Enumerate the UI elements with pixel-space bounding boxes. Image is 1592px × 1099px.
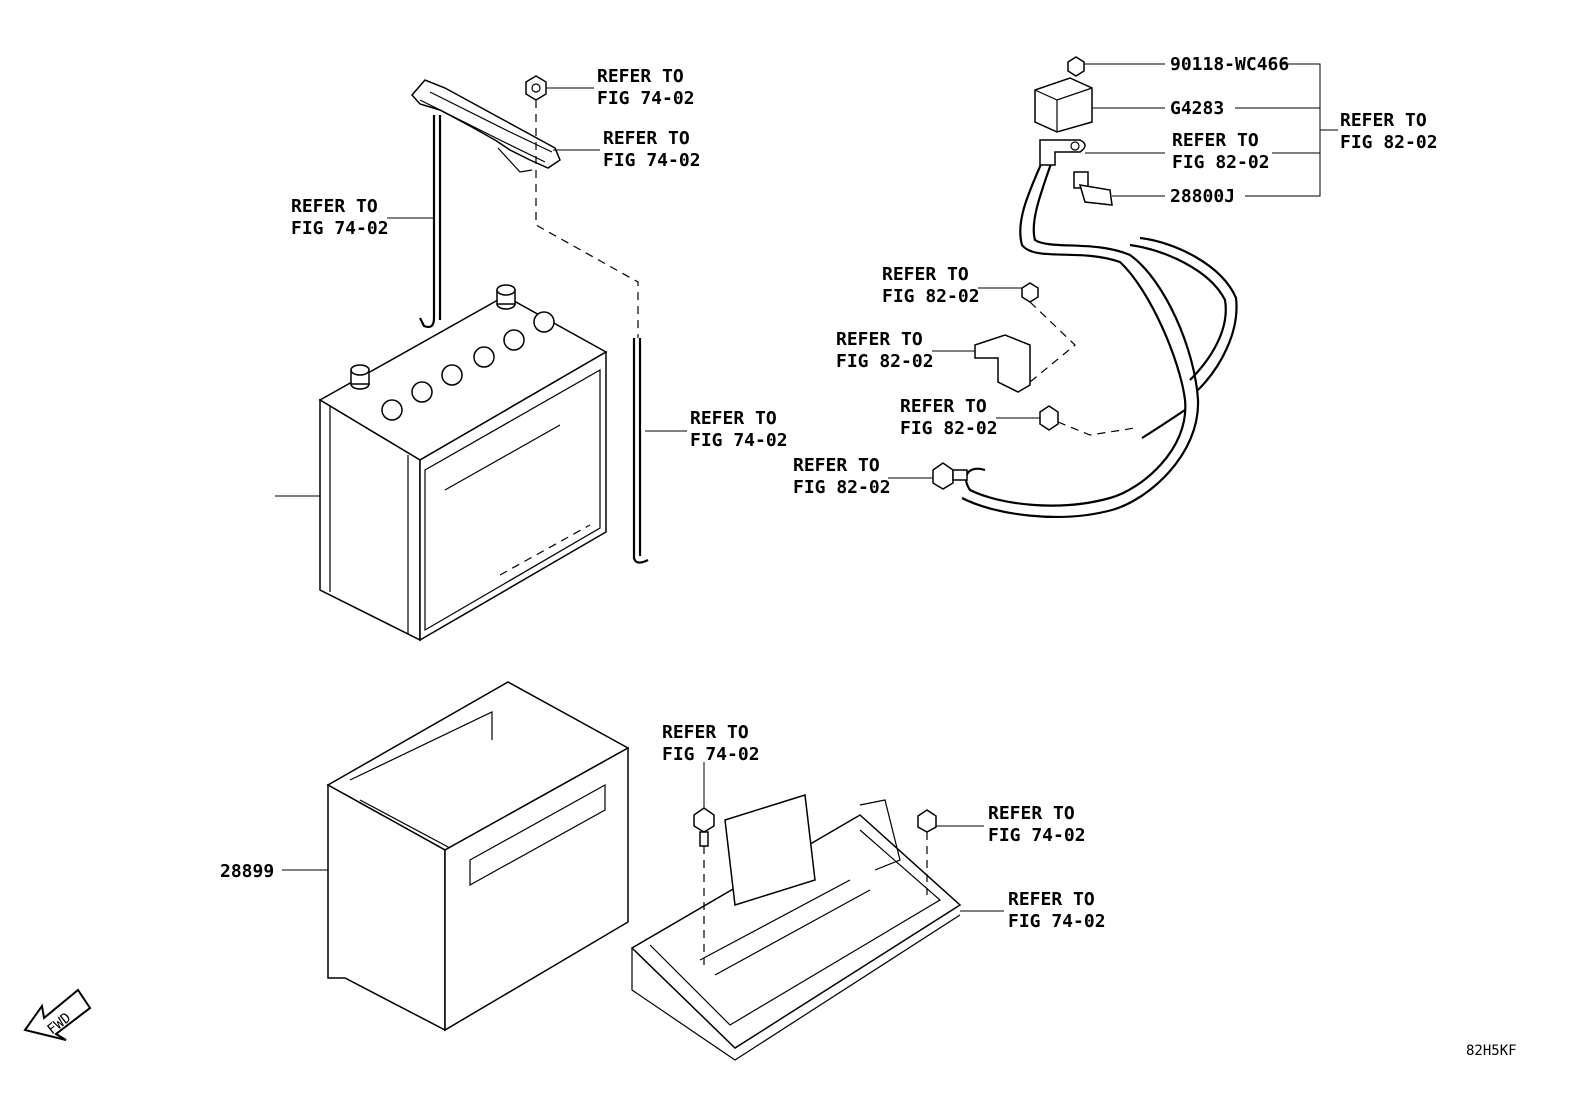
label-battery-case: 28899 (220, 861, 274, 882)
battery-tray[interactable] (630, 794, 962, 1061)
svg-text:REFER TO: REFER TO (291, 196, 378, 217)
svg-text:REFER TO: REFER TO (836, 329, 923, 350)
bracket-bolt[interactable] (1021, 282, 1039, 303)
ground-bolt[interactable] (1039, 405, 1059, 431)
battery-hold-down-clamp[interactable] (411, 79, 561, 173)
callout-tray: REFER TO FIG 74-02 (1008, 889, 1106, 932)
callout-cable-group: REFER TO FIG 82-02 (1340, 110, 1438, 153)
svg-text:FIG 82-02: FIG 82-02 (882, 286, 980, 307)
svg-text:REFER TO: REFER TO (882, 264, 969, 285)
callout-bracket-bolt: REFER TO FIG 82-02 (882, 264, 980, 307)
callout-terminal-lug: REFER TO FIG 82-02 (1172, 130, 1270, 173)
callout-rod-left: REFER TO FIG 74-02 (291, 196, 389, 239)
battery-case-insulator[interactable] (326, 681, 630, 1032)
battery-terminal-negative[interactable] (496, 284, 516, 310)
svg-text:FIG 74-02: FIG 74-02 (597, 88, 695, 109)
cable-bracket[interactable] (974, 334, 1031, 393)
callout-tray-nut: REFER TO FIG 74-02 (988, 803, 1086, 846)
svg-text:FIG 74-02: FIG 74-02 (603, 150, 701, 171)
svg-text:FIG 74-02: FIG 74-02 (988, 825, 1086, 846)
svg-text:REFER TO: REFER TO (900, 396, 987, 417)
hold-down-rod-right[interactable] (632, 338, 649, 564)
callout-rod-right: REFER TO FIG 74-02 (690, 408, 788, 451)
svg-text:FIG 82-02: FIG 82-02 (836, 351, 934, 372)
label-nut-90118: 90118-WC466 (1170, 54, 1289, 75)
clamp-nut[interactable] (525, 75, 547, 101)
svg-text:FIG 74-02: FIG 74-02 (1008, 911, 1106, 932)
svg-text:FIG 74-02: FIG 74-02 (662, 744, 760, 765)
nut-90118[interactable] (1067, 56, 1085, 77)
svg-text:FIG 82-02: FIG 82-02 (1340, 132, 1438, 153)
battery-cable-assembly[interactable] (961, 154, 1238, 518)
svg-text:REFER TO: REFER TO (1172, 130, 1259, 151)
callout-tray-bolt: REFER TO FIG 74-02 (662, 722, 760, 765)
svg-text:FIG 82-02: FIG 82-02 (1172, 152, 1270, 173)
hold-down-rod-left[interactable] (419, 115, 442, 329)
ground-bolt-guide (1057, 421, 1136, 436)
fuse-block[interactable] (1034, 77, 1093, 133)
svg-text:REFER TO: REFER TO (603, 128, 690, 149)
svg-text:REFER TO: REFER TO (793, 455, 880, 476)
callout-clamp: REFER TO FIG 74-02 (603, 128, 701, 171)
svg-text:REFER TO: REFER TO (988, 803, 1075, 824)
callout-clamp-nut: REFER TO FIG 74-02 (597, 66, 695, 109)
body-ground-bolt[interactable] (932, 462, 968, 490)
callout-bracket: REFER TO FIG 82-02 (836, 329, 934, 372)
fwd-arrow-icon: FWD (23, 988, 92, 1041)
battery[interactable] (318, 284, 608, 642)
leader-lines (275, 63, 1338, 912)
callout-ground-bolt: REFER TO FIG 82-02 (900, 396, 998, 439)
bracket-dashed-outline (1029, 301, 1076, 383)
svg-text:REFER TO: REFER TO (662, 722, 749, 743)
diagram-code: 82H5KF (1466, 1043, 1517, 1059)
svg-text:FIG 74-02: FIG 74-02 (690, 430, 788, 451)
label-terminal-28800: 28800J (1170, 186, 1235, 207)
svg-text:REFER TO: REFER TO (1340, 110, 1427, 131)
tray-nut[interactable] (917, 809, 937, 833)
battery-cell-caps (381, 311, 555, 421)
terminal-28800[interactable] (1073, 171, 1113, 206)
svg-text:REFER TO: REFER TO (690, 408, 777, 429)
cable-terminal-lug[interactable] (1039, 139, 1086, 166)
battery-terminal-positive[interactable] (350, 364, 370, 390)
svg-text:FIG 82-02: FIG 82-02 (900, 418, 998, 439)
svg-text:FIG 82-02: FIG 82-02 (793, 477, 891, 498)
svg-text:REFER TO: REFER TO (1008, 889, 1095, 910)
svg-text:REFER TO: REFER TO (597, 66, 684, 87)
svg-text:FIG 74-02: FIG 74-02 (291, 218, 389, 239)
label-fuse-block: G4283 (1170, 98, 1224, 119)
callout-body-ground: REFER TO FIG 82-02 (793, 455, 891, 498)
bolt-guide-dashed (535, 100, 639, 338)
tray-bolt[interactable] (693, 807, 715, 847)
